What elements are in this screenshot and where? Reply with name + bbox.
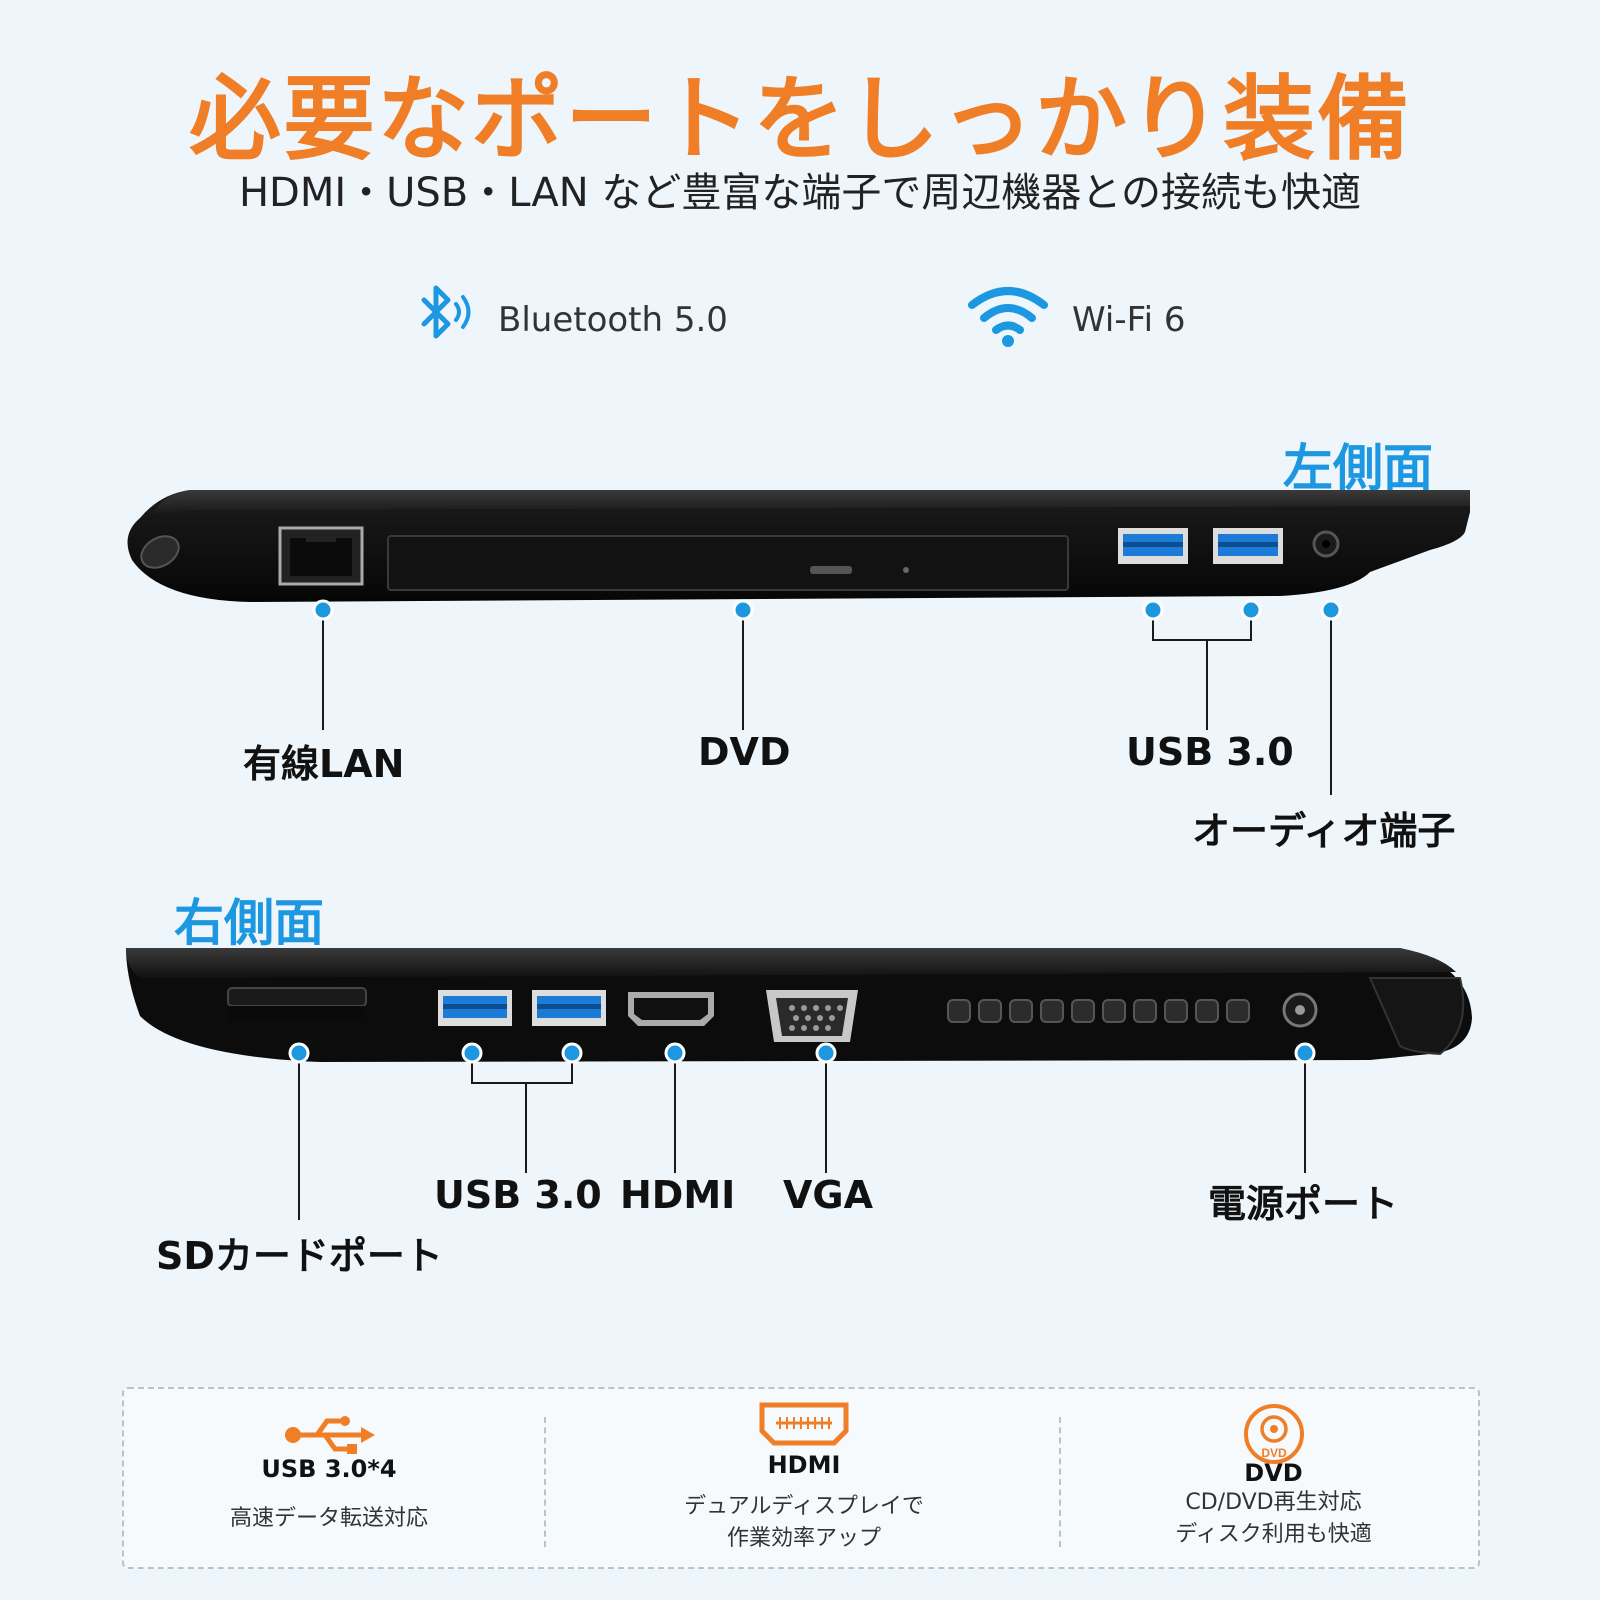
- features-panel: USB 3.0*4 高速データ転送対応 HDMI デュアルディスプレイで 作業効…: [122, 1387, 1480, 1569]
- dvd-drive: [387, 535, 1069, 591]
- page-title: 必要なポートをしっかり装備: [188, 66, 1411, 173]
- vga-port: [766, 990, 858, 1042]
- feature-usb: USB 3.0*4 高速データ転送対応: [124, 1389, 534, 1567]
- left-usb-label: USB 3.0: [1126, 730, 1294, 774]
- feature-hdmi-name: HDMI: [767, 1451, 841, 1479]
- feature-divider-2: [1059, 1417, 1061, 1547]
- power-label: 電源ポート: [1208, 1182, 1399, 1226]
- sd-card-slot: [227, 987, 367, 1022]
- wifi-feature: Wi-Fi 6: [968, 283, 1186, 356]
- page-subtitle: HDMI・USB・LAN など豊富な端子で周辺機器との接続も快適: [238, 170, 1362, 216]
- audio-jack: [1312, 530, 1340, 558]
- left-side-label: 左側面: [1283, 439, 1433, 497]
- wifi-icon: [968, 283, 1048, 356]
- feature-divider-1: [544, 1417, 546, 1547]
- feature-dvd: DVD DVD CD/DVD再生対応 ディスク利用も快適: [1069, 1389, 1478, 1567]
- sd-label: SDカードポート: [156, 1234, 443, 1278]
- wifi-label: Wi-Fi 6: [1072, 299, 1186, 340]
- right-usb-label: USB 3.0: [434, 1173, 602, 1217]
- left-usb-ports: [1118, 528, 1283, 564]
- right-side-laptop-image: [120, 938, 1480, 1088]
- feature-hdmi-desc-1: デュアルディスプレイで: [684, 1494, 924, 1519]
- feature-hdmi-desc-2: 作業効率アップ: [726, 1526, 881, 1551]
- feature-usb-name: USB 3.0*4: [261, 1455, 397, 1483]
- hdmi-port: [628, 992, 714, 1026]
- dvd-icon: DVD: [1069, 1403, 1478, 1464]
- bluetooth-label: Bluetooth 5.0: [498, 299, 728, 340]
- right-side-label: 右側面: [174, 894, 324, 952]
- dvd-label: DVD: [698, 730, 791, 774]
- feature-dvd-desc-1: CD/DVD再生対応: [1185, 1490, 1362, 1515]
- feature-hdmi: HDMI デュアルディスプレイで 作業効率アップ: [554, 1389, 1054, 1567]
- lan-label: 有線LAN: [243, 742, 405, 786]
- lan-port: [278, 526, 364, 586]
- dvd-icon-text: DVD: [1261, 1446, 1287, 1460]
- feature-usb-desc: 高速データ転送対応: [229, 1506, 428, 1531]
- feature-dvd-desc-2: ディスク利用も快適: [1175, 1522, 1372, 1547]
- air-vent: [947, 999, 1250, 1023]
- audio-label: オーディオ端子: [1192, 809, 1456, 853]
- bluetooth-feature: Bluetooth 5.0: [408, 280, 728, 359]
- bluetooth-icon: [408, 280, 474, 359]
- hdmi-icon: [554, 1401, 1054, 1451]
- power-port: [1282, 992, 1318, 1028]
- hdmi-label: HDMI: [620, 1173, 736, 1217]
- left-side-laptop-image: [120, 480, 1480, 630]
- vga-label: VGA: [783, 1173, 874, 1217]
- usb-icon: [124, 1415, 534, 1454]
- right-usb-ports: [438, 990, 606, 1026]
